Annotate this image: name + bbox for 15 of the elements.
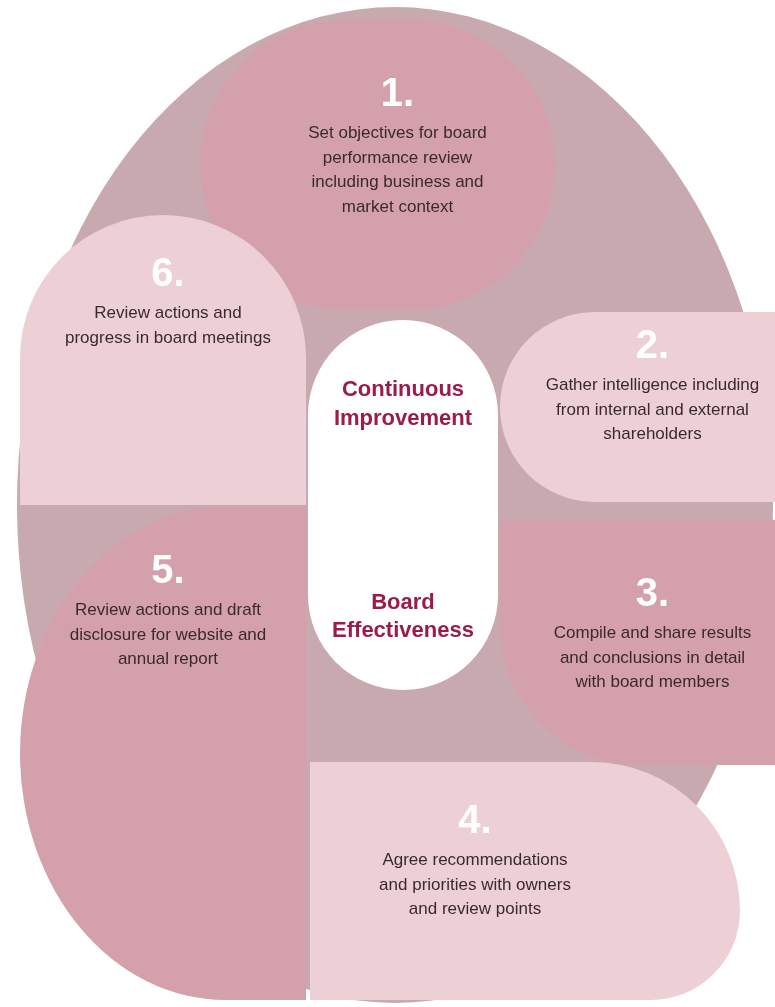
step-segment bbox=[500, 312, 775, 502]
step-number: 1. bbox=[380, 70, 415, 115]
step-segment bbox=[310, 762, 740, 1000]
step-text: Gather intelligence including from internal and external shareholders bbox=[545, 374, 760, 446]
step-text: Review actions and draft disclosure for website and annual report bbox=[68, 599, 268, 671]
step-segment bbox=[20, 215, 306, 505]
step-number: 3. bbox=[635, 570, 670, 615]
step-text: Agree recommendations and priorities with owners and review points bbox=[378, 849, 572, 921]
center-heading: Board Effectiveness bbox=[331, 587, 475, 645]
step-number: 5. bbox=[151, 547, 185, 592]
step-segment bbox=[500, 520, 775, 765]
center-heading: Continuous Improvement bbox=[332, 375, 474, 432]
step-text: Set objectives for board performance review including business and market context bbox=[307, 122, 488, 218]
step-text: Compile and share results and conclusions in detail with board members bbox=[552, 622, 753, 694]
step-text: Review actions and progress in board meetings bbox=[64, 302, 272, 349]
